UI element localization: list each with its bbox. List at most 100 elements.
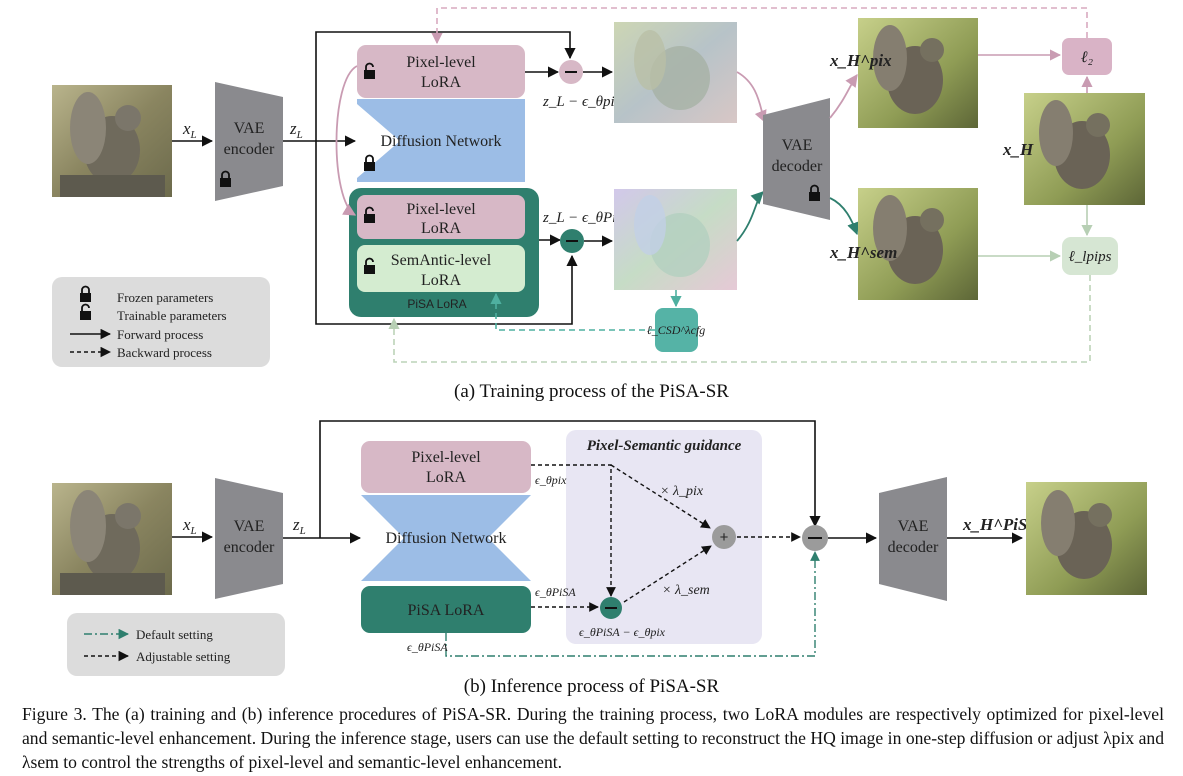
training-vae-encoder: VAE encoder [215, 82, 283, 201]
svg-text:ℓ_CSD^λcfg: ℓ_CSD^λcfg [647, 323, 706, 337]
svg-text:VAE: VAE [898, 518, 929, 535]
inference-diffusion-network: Diffusion Network [361, 495, 531, 581]
guidance-title: Pixel-Semantic guidance [587, 438, 742, 454]
training-hq-label: x_H [1002, 140, 1034, 159]
inference-pisa-lora: PiSA LoRA [361, 586, 531, 633]
training-latent-label: zL [289, 119, 303, 141]
training-noisy-sem-image [614, 189, 737, 290]
training-bottom-residual: z_L − ϵ_θPiSA [542, 210, 634, 226]
inference-output-image [1026, 482, 1147, 595]
figure-caption: Figure 3. The (a) training and (b) infer… [22, 704, 1164, 772]
training-out-sem-label: x_H^sem [829, 243, 897, 262]
svg-text:Trainable parameters: Trainable parameters [117, 308, 227, 323]
training-caption: (a) Training process of the PiSA-SR [454, 381, 729, 402]
inference-input-image [52, 483, 172, 595]
loss-l2: ℓ₂ [1062, 38, 1112, 75]
arrow-decoder-to-pix-out [829, 73, 858, 119]
inf-minus-to-plus [623, 545, 712, 603]
training-output-pix-image [858, 18, 978, 128]
svg-text:Forward process: Forward process [117, 327, 203, 342]
svg-text:Default setting: Default setting [136, 627, 213, 642]
inference-output-label: x_H^PiSA [962, 515, 1039, 534]
svg-text:Pixel-level: Pixel-level [406, 201, 476, 218]
skip-line-bottom [315, 141, 578, 325]
svg-text:ℓ_lpips: ℓ_lpips [1069, 249, 1112, 265]
inf-skip-line [319, 420, 821, 538]
svg-text:PiSA LoRA: PiSA LoRA [407, 297, 466, 311]
unlock-icon [80, 303, 91, 320]
inference-vae-decoder: VAE decoder [879, 477, 947, 601]
svg-text:Adjustable setting: Adjustable setting [136, 649, 231, 664]
inference-lambda-sem: × λ_sem [662, 583, 710, 598]
svg-text:Pixel-level: Pixel-level [406, 54, 476, 71]
svg-text:LoRA: LoRA [426, 469, 466, 486]
backward-lpips-line [388, 275, 1091, 363]
training-minus-top [559, 60, 583, 84]
inference-eps-pisa: ϵ_θPiSA [535, 585, 576, 599]
inference-input-label: xL [182, 515, 197, 537]
svg-text:PiSA LoRA: PiSA LoRA [408, 602, 485, 619]
svg-text:decoder: decoder [772, 158, 823, 175]
svg-text:Pixel-level: Pixel-level [411, 449, 481, 466]
svg-text:VAE: VAE [782, 137, 813, 154]
inference-latent-label: zL [292, 515, 306, 537]
svg-text:ℓ₂: ℓ₂ [1081, 49, 1094, 66]
inference-pixel-lora: Pixel-level LoRA [361, 441, 531, 493]
svg-text:Diffusion Network: Diffusion Network [380, 133, 501, 150]
inference-plus: + [712, 525, 736, 549]
inference-lambda-pix: × λ_pix [660, 484, 704, 499]
svg-text:VAE: VAE [234, 518, 265, 535]
svg-text:Backward process: Backward process [117, 345, 212, 360]
inference-eps-pix: ϵ_θpix [535, 473, 567, 487]
training-legend: Frozen parameters Trainable parameters F… [52, 277, 270, 367]
inference-vae-encoder: VAE encoder [215, 478, 283, 599]
inf-default-setting-line [445, 551, 820, 657]
training-minus-bottom [560, 229, 584, 253]
unlock-icon [364, 62, 375, 79]
training-pixel-lora: Pixel-level LoRA [357, 45, 525, 98]
pisa-sr-diagram: xL VAE encoder zL Pixel-level LoRA Diffu… [52, 7, 1147, 676]
backward-l2-line [431, 7, 1088, 45]
arrow-decoder-to-sem-out [829, 197, 860, 236]
backward-csd-line [490, 292, 655, 331]
skip-line-top [315, 31, 576, 141]
training-input-image [52, 85, 172, 197]
lock-icon [80, 285, 91, 302]
svg-text:decoder: decoder [888, 539, 939, 556]
svg-text:Diffusion Network: Diffusion Network [385, 530, 506, 547]
arrow-pix-to-decoder [736, 71, 767, 124]
pixel-lora-share-curve [335, 65, 358, 216]
training-pisa-lora-group: Pixel-level LoRA SemAntic-level LoRA PiS… [349, 188, 539, 317]
lock-icon [809, 184, 820, 201]
inference-caption: (b) Inference process of PiSA-SR [463, 676, 720, 697]
training-output-sem-image [858, 188, 978, 300]
inference-diff-label: ϵ_θPiSA − ϵ_θpix [579, 625, 666, 639]
training-input-label: xL [182, 119, 197, 141]
inference-legend: Default setting Adjustable setting [67, 613, 285, 676]
training-hq-image [1024, 93, 1145, 205]
svg-text:LoRA: LoRA [421, 74, 461, 91]
training-vae-decoder: VAE decoder [763, 98, 830, 220]
svg-text:+: + [720, 529, 729, 546]
unlock-icon [364, 257, 375, 274]
unlock-icon [364, 206, 375, 223]
training-pixel-lora-inner [357, 195, 525, 239]
svg-text:encoder: encoder [224, 539, 275, 556]
training-noisy-pix-image [614, 22, 737, 123]
arrow-sem-to-decoder [736, 191, 764, 242]
training-diffusion-network: Diffusion Network [357, 99, 525, 182]
training-top-residual: z_L − ϵ_θpix [542, 94, 622, 110]
svg-text:Frozen parameters: Frozen parameters [117, 290, 213, 305]
lock-icon [364, 154, 375, 171]
lock-icon [220, 170, 231, 187]
loss-lpips: ℓ_lpips [1062, 237, 1118, 275]
inference-minus-outer [802, 525, 828, 551]
loss-csd: ℓ_CSD^λcfg [647, 308, 706, 352]
svg-text:encoder: encoder [224, 141, 275, 158]
svg-text:LoRA: LoRA [421, 272, 461, 289]
inference-minus-inner [600, 597, 622, 619]
training-semantic-lora [357, 245, 525, 292]
svg-text:SemAntic-level: SemAntic-level [391, 252, 492, 269]
svg-text:LoRA: LoRA [421, 220, 461, 237]
inf-eps-pix-to-plus [610, 464, 711, 529]
